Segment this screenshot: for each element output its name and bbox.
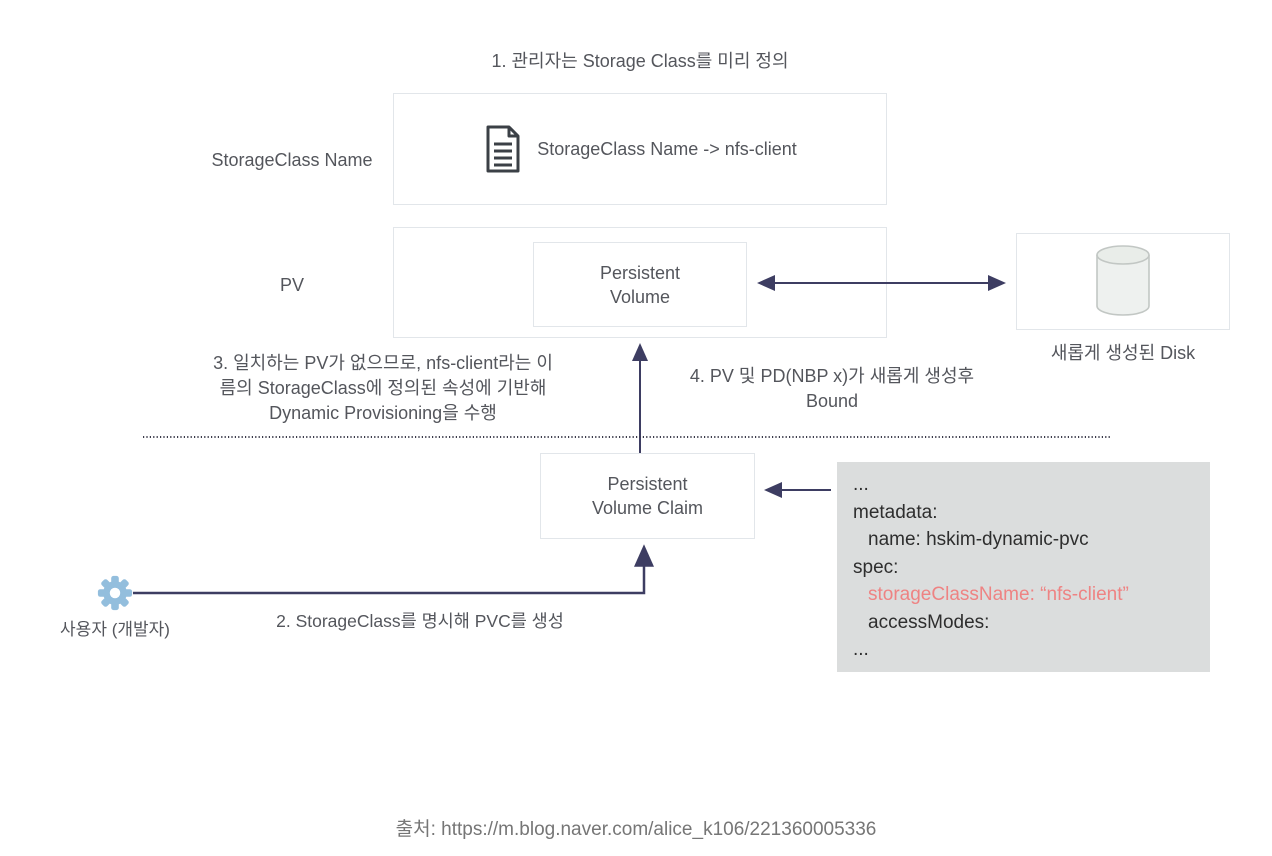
code-line: accessModes:: [868, 611, 990, 633]
code-line: metadata:: [853, 501, 938, 523]
step1-title: 1. 관리자는 Storage Class를 미리 정의: [491, 51, 789, 71]
persistent-volume-box: Persistent Volume: [533, 242, 747, 327]
pvc-label-line1: Persistent: [607, 474, 688, 494]
pvc-yaml-code-block: ... metadata: name: hskim-dynamic-pvc sp…: [837, 462, 1210, 672]
row-label-storageclass-name: StorageClass Name: [211, 150, 373, 170]
code-line: ...: [853, 474, 869, 495]
step4-line2: Bound: [805, 391, 859, 411]
row-label-pv: PV: [279, 275, 304, 295]
user-group: 사용자 (개발자): [20, 574, 210, 640]
code-line: spec:: [853, 556, 899, 578]
step3-line2: 름의 StorageClass에 정의된 속성에 기반해: [219, 378, 547, 398]
code-line-storageclassname-highlight: storageClassName: “nfs-client”: [868, 584, 1129, 605]
persistent-volume-claim-box: Persistent Volume Claim: [540, 453, 755, 539]
gear-icon: [97, 575, 133, 611]
step2-text: 2. StorageClass를 명시해 PVC를 생성: [276, 611, 564, 631]
user-label: 사용자 (개발자): [60, 620, 170, 639]
code-line: name: hskim-dynamic-pvc: [868, 529, 1089, 550]
pv-label-line2: Volume: [609, 286, 671, 307]
pvc-label-line2: Volume Claim: [591, 498, 704, 518]
disk-cylinder-icon: [1096, 244, 1150, 316]
storageclass-box-label: StorageClass Name -> nfs-client: [537, 138, 797, 159]
step4-text: 4. PV 및 PD(NBP x)가 새롭게 생성후 Bound: [632, 364, 1032, 414]
disk-box: [1016, 233, 1230, 330]
source-url-text: 출처: https://m.blog.naver.com/alice_k106/…: [395, 819, 877, 840]
step3-line1: 3. 일치하는 PV가 없으므로, nfs-client라는 이: [213, 353, 553, 373]
step3-text: 3. 일치하는 PV가 없으므로, nfs-client라는 이 름의 Stor…: [158, 351, 608, 426]
storageclass-box: StorageClass Name -> nfs-client: [393, 93, 887, 205]
step3-line3: Dynamic Provisioning을 수행: [269, 403, 497, 423]
pv-label-line1: Persistent: [599, 262, 681, 283]
step4-line1: 4. PV 및 PD(NBP x)가 새롭게 생성후: [689, 366, 975, 386]
document-icon: [486, 125, 520, 173]
disk-caption: 새롭게 생성된 Disk: [1050, 343, 1196, 363]
code-line: ...: [853, 639, 869, 660]
